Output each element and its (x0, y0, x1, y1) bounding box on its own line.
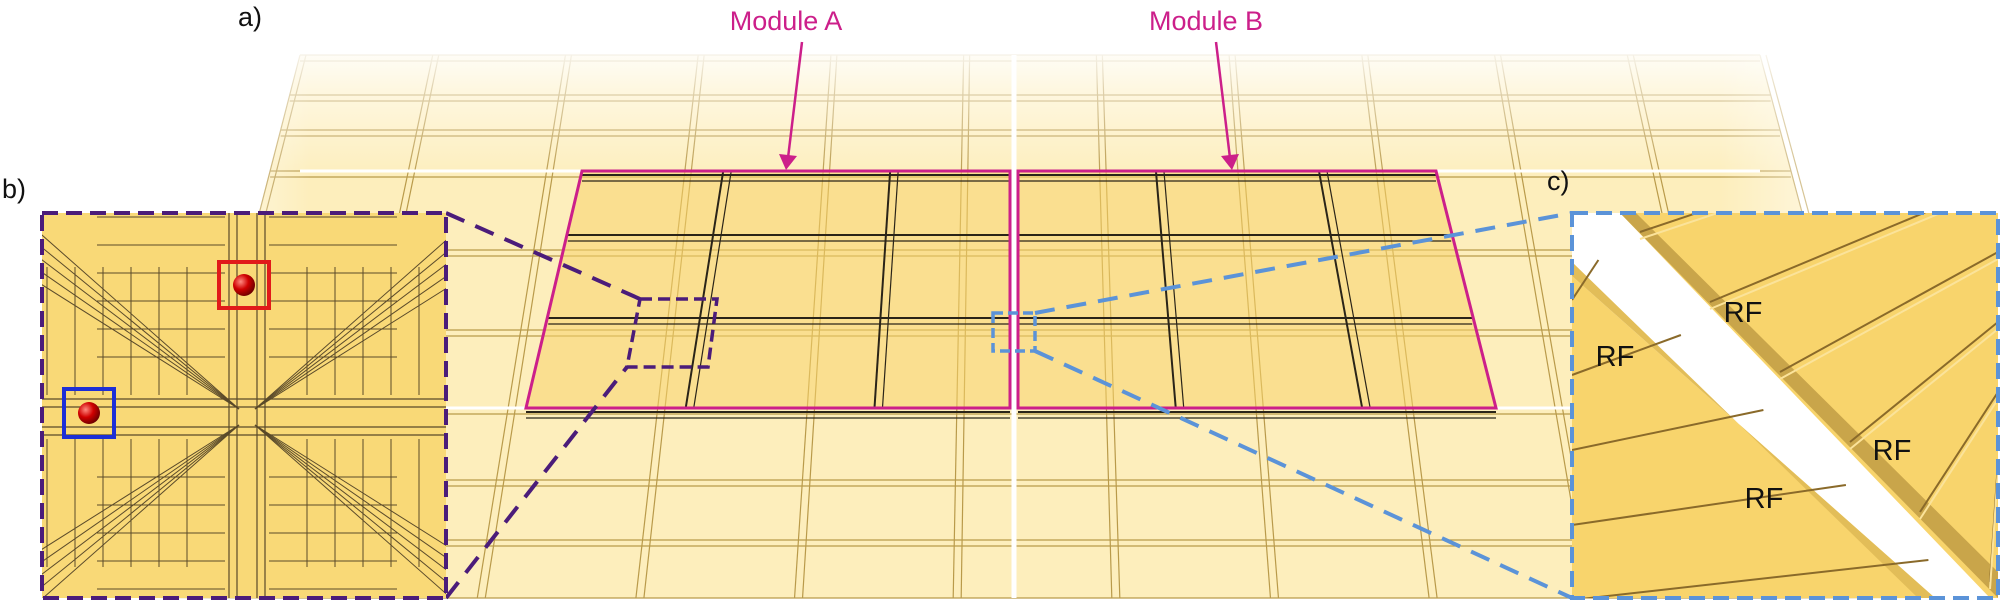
inset-c-border (1570, 211, 2000, 600)
rf-segment (1572, 409, 1764, 451)
rf-label-1: RF (1724, 297, 1763, 329)
module-channel (1163, 170, 1185, 409)
module-channel (1317, 170, 1364, 409)
module-a-grid (526, 170, 1010, 419)
module-b-arrow (1214, 41, 1232, 159)
rf-label-4: RF (1745, 483, 1784, 515)
inset-c-electrodes (1572, 213, 1998, 598)
leader-b-top (445, 211, 641, 301)
junction-diagonal (42, 424, 240, 575)
module-b-label: Module B (1149, 6, 1263, 36)
module-b-arrowhead (1221, 154, 1239, 170)
rf-gap-edge-shadow (1620, 213, 1998, 598)
rf-segment (1849, 321, 1998, 443)
rf-segment (1709, 213, 1943, 310)
module-a-fill (526, 171, 1010, 408)
junction-diagonal (42, 259, 240, 410)
inset-b (40, 211, 448, 600)
rf-segment (1779, 258, 1998, 380)
junction-diagonal (254, 424, 446, 571)
rf-segment (1849, 328, 1998, 450)
panel-label-b: b) (2, 174, 26, 204)
junction-diagonal (254, 424, 446, 583)
module-b-fill (1018, 171, 1496, 408)
module-channel (684, 170, 725, 409)
rf-label-3: RF (1873, 435, 1912, 467)
junction-diagonal (42, 271, 240, 410)
rf-segment (1709, 213, 1927, 303)
panel-label-c: c) (1547, 166, 1570, 196)
panel-label-a: a) (238, 2, 262, 32)
chip-fade-top (150, 40, 1930, 180)
junction-diagonal (254, 287, 446, 410)
junction-diagonal (42, 424, 240, 588)
zoom-region-b (624, 297, 719, 369)
module-a-arrowhead (779, 154, 797, 170)
blue-marker-box (62, 387, 116, 439)
module-channel (881, 170, 899, 409)
junction-diagonal (254, 424, 446, 559)
junction-diagonal (42, 234, 240, 410)
module-channel (873, 170, 892, 409)
junction-diagonal (42, 424, 240, 598)
junction-diagonal (42, 424, 240, 563)
junction-diagonal (254, 424, 446, 595)
rf-segment (1580, 559, 1929, 598)
module-channel (1326, 170, 1371, 409)
junction-diagonal (42, 424, 240, 550)
junction-diagonal (42, 284, 240, 410)
module-a (524, 169, 1012, 419)
rf-segment (1919, 391, 1998, 513)
inset-b-electrodes (42, 213, 446, 598)
rf-segment (1639, 213, 1721, 240)
module-a-outline (524, 169, 1012, 410)
ion-red-top (233, 274, 255, 296)
junction-electrode-lines (42, 213, 446, 598)
junction-diagonal (254, 239, 446, 410)
rf-segment-lines (1572, 213, 1998, 598)
ion-red-left (78, 402, 100, 424)
rf-segment (1779, 251, 1998, 373)
junction-diagonal (254, 263, 446, 410)
leader-c-bottom (1034, 349, 1573, 600)
junction-diagonal (254, 251, 446, 410)
inset-b-border (40, 211, 448, 600)
zoom-region-c (991, 311, 1037, 353)
rf-segment (1572, 484, 1847, 526)
module-a-arrow (786, 41, 804, 159)
red-marker-box (217, 260, 271, 310)
junction-diagonal (42, 246, 240, 410)
module-b-outline (1016, 169, 1498, 410)
junction-diagonal (254, 275, 446, 410)
rf-segment (1572, 334, 1682, 376)
module-a-label: Module A (730, 6, 843, 36)
inset-c: RF RF RF RF (1570, 211, 2000, 600)
leader-b-bottom (444, 365, 629, 600)
rf-segment (1572, 259, 1600, 301)
rf-segment (1919, 398, 1998, 520)
leader-c-top (1034, 211, 1573, 315)
junction-diagonal (254, 424, 446, 547)
rf-label-2: RF (1596, 341, 1635, 373)
module-b (1016, 169, 1498, 419)
